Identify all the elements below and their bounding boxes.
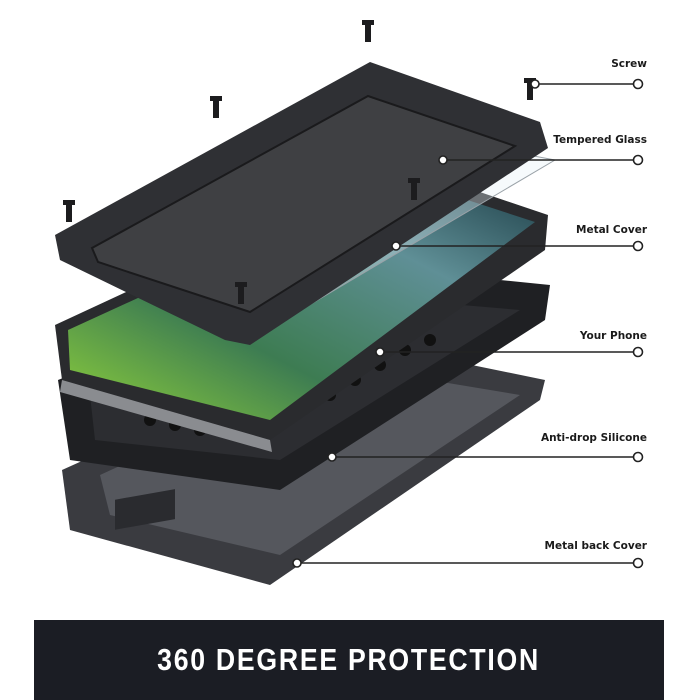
callout-label-anti-drop-silicone: Anti-drop Silicone <box>540 432 647 444</box>
exploded-case-illustration <box>55 20 644 585</box>
callout-label-metal-back-cover: Metal back Cover <box>544 540 647 552</box>
protection-banner: 360 DEGREE PROTECTION <box>34 620 664 700</box>
metal-cover-part <box>55 62 548 345</box>
banner-text: 360 DEGREE PROTECTION <box>157 642 541 677</box>
callout-lines <box>292 78 644 569</box>
callout-label-screw: Screw <box>611 58 647 70</box>
callout-label-tempered-glass: Tempered Glass <box>553 134 647 146</box>
callout-label-your-phone: Your Phone <box>579 330 647 342</box>
screw-icons <box>63 20 536 304</box>
callout-label-metal-cover: Metal Cover <box>576 224 647 236</box>
